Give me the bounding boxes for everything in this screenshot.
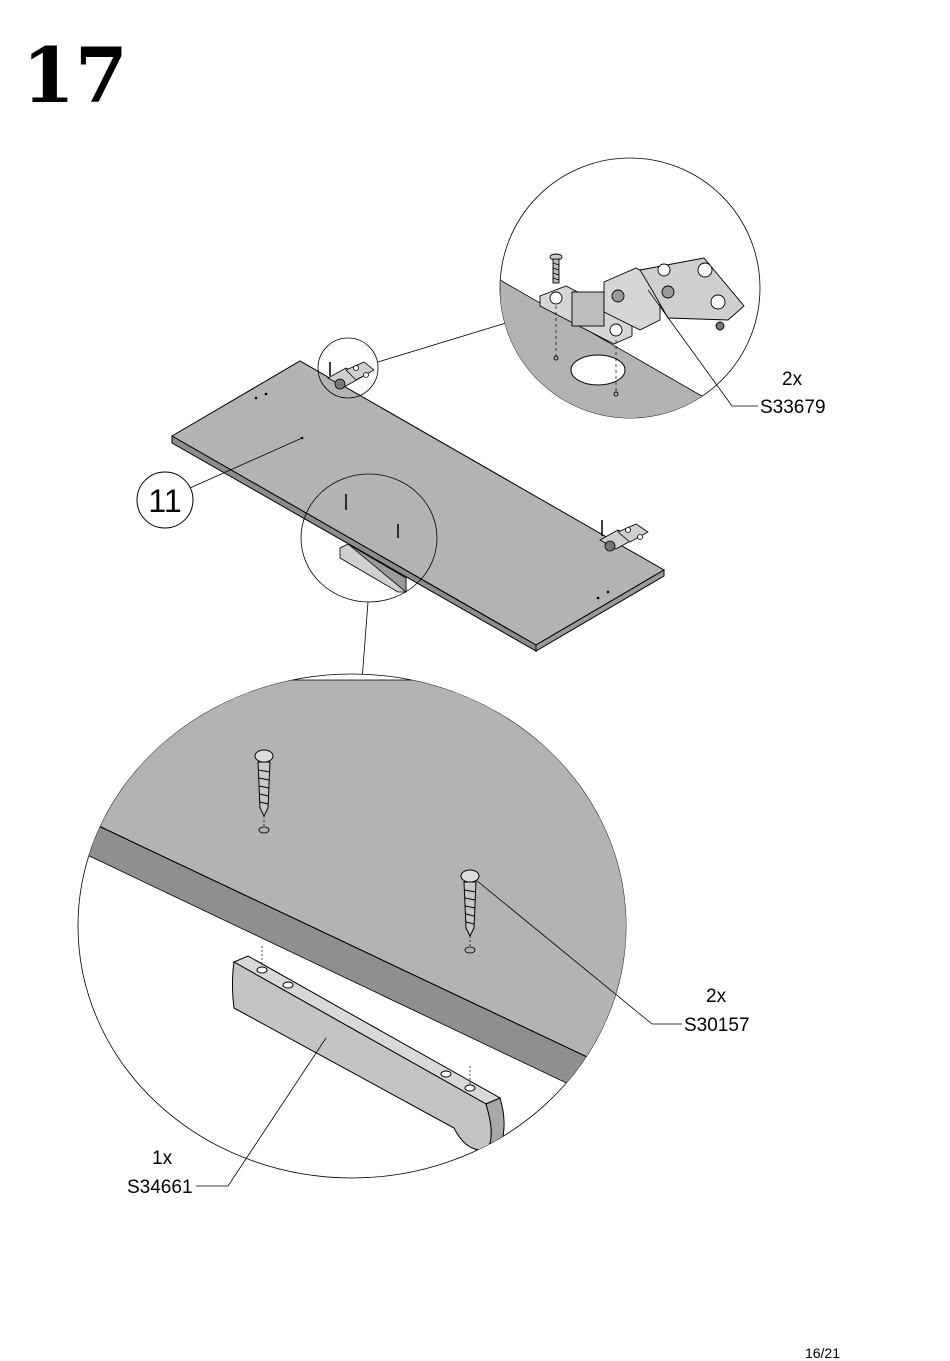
rail-detail-link: [362, 602, 368, 680]
rail-quantity: 1x: [152, 1149, 172, 1168]
hinge-part-code: S33679: [760, 398, 826, 417]
part-number-label: 11: [138, 484, 192, 518]
small-hinge-top: [328, 362, 374, 389]
hinge-detail-view: [500, 158, 760, 420]
screw-quantity: 2x: [706, 987, 726, 1006]
hinge-quantity: 2x: [782, 370, 802, 389]
rail-detail-view: [60, 674, 682, 1186]
small-hinge-bottom: [600, 520, 648, 551]
hinge-detail-link: [378, 323, 506, 362]
step-number: 17: [22, 38, 128, 114]
screw-part-code: S30157: [684, 1016, 750, 1035]
page-number: 16/21: [805, 1345, 840, 1361]
rail-part-code: S34661: [127, 1178, 193, 1197]
